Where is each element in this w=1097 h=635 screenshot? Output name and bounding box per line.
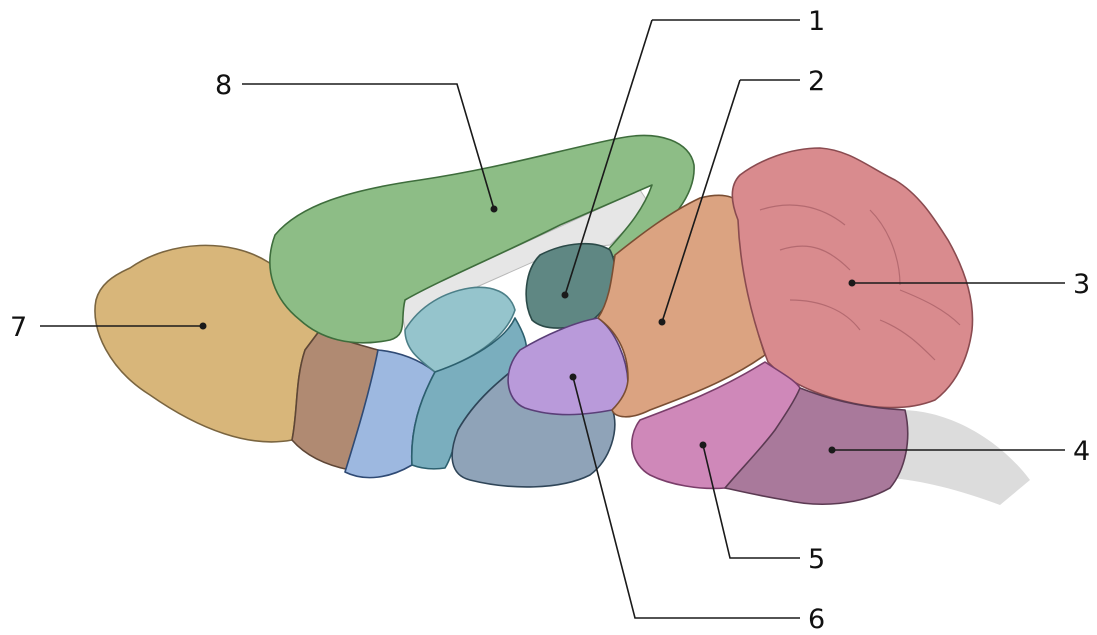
cerebellum-fold (879, 319, 936, 361)
leader-dot-4 (828, 446, 836, 454)
cerebellum-fold (869, 209, 901, 286)
label-6: 6 (808, 604, 825, 635)
cerebellum-fold (789, 299, 861, 331)
leader-line-2 (661, 79, 741, 323)
leader-line-6 (572, 376, 800, 619)
cerebellum-fold (899, 289, 961, 326)
leader-dot-5 (699, 441, 707, 449)
label-7: 7 (10, 312, 27, 343)
label-8: 8 (215, 70, 232, 101)
light-teal-region (404, 286, 516, 373)
cerebellum-region (731, 147, 974, 409)
leader-dot-7 (199, 322, 207, 330)
leader-line-5 (702, 444, 800, 559)
leader-dot-8 (490, 205, 498, 213)
peach-region (597, 194, 766, 418)
leader-line-1 (564, 19, 653, 296)
label-4: 4 (1073, 436, 1090, 467)
leader-dot-2 (658, 318, 666, 326)
mauve-region (724, 387, 909, 506)
cerebellum-fold (759, 204, 846, 226)
label-2: 2 (808, 66, 825, 97)
leader-dot-6 (569, 373, 577, 381)
leader-line-8 (242, 83, 495, 210)
leader-dot-3 (848, 279, 856, 287)
spinal-cord-region (890, 410, 1030, 505)
label-3: 3 (1073, 269, 1090, 300)
label-1: 1 (808, 6, 825, 37)
leader-dot-1 (561, 291, 569, 299)
label-5: 5 (808, 544, 825, 575)
lavender-region (507, 317, 629, 416)
cerebellum-fold (779, 245, 851, 271)
